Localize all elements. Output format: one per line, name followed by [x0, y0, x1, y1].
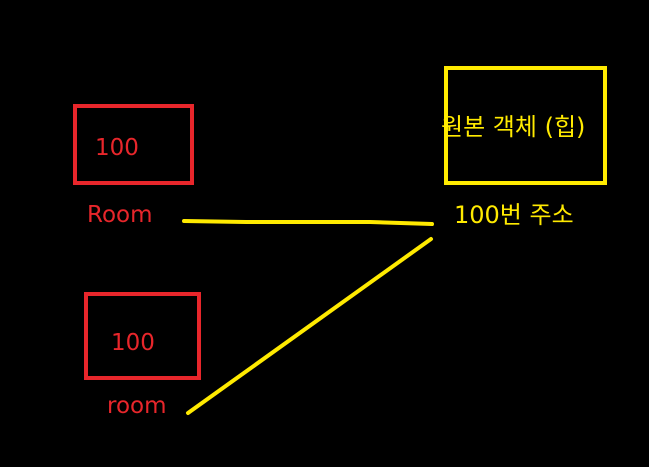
heap-object-box [444, 66, 607, 185]
heap-object-label: 원본 객체 (힙) [441, 113, 586, 141]
reference-line-room-upper [182, 219, 434, 226]
heap-object-address: 100번 주소 [454, 201, 574, 229]
reference-line-room-lower [186, 237, 433, 415]
variable-name-upper: Room [87, 202, 153, 228]
variable-name-lower: room [107, 393, 167, 419]
variable-value-upper: 100 [95, 135, 139, 161]
variable-value-lower: 100 [111, 330, 155, 356]
variable-box-room-lower [84, 292, 201, 380]
variable-box-room-upper [73, 104, 194, 185]
